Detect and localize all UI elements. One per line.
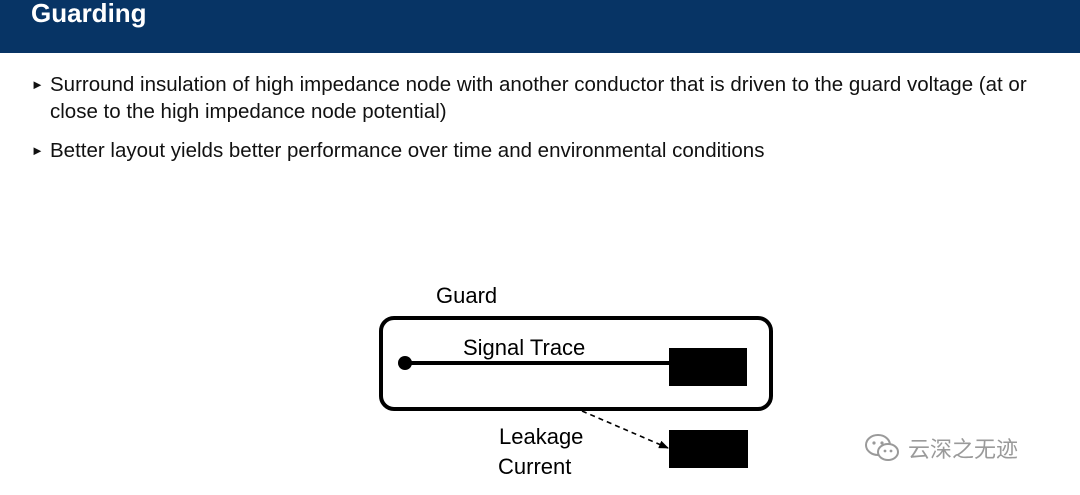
bullet-arrow-icon: ► [31, 143, 44, 158]
signal-trace-label: Signal Trace [463, 335, 585, 360]
leakage-label-line1: Leakage [499, 424, 583, 449]
watermark-text: 云深之无迹 [908, 438, 1019, 463]
slide-title: Guarding [31, 0, 147, 28]
bullet-list: ► Surround insulation of high impedance … [31, 71, 1031, 176]
bullet-item: ► Better layout yields better performanc… [31, 137, 1031, 164]
leakage-label-line2: Current [498, 454, 571, 479]
title-bar: Guarding [0, 0, 1080, 53]
bullet-item: ► Surround insulation of high impedance … [31, 71, 1031, 125]
bullet-text: Surround insulation of high impedance no… [50, 73, 1027, 123]
watermark: 云深之无迹 [864, 432, 1018, 464]
bullet-arrow-icon: ► [31, 77, 44, 92]
guard-label: Guard [436, 283, 497, 308]
leakage-current-arrow [581, 410, 669, 449]
leakage-pad [669, 430, 748, 468]
bullet-text: Better layout yields better performance … [50, 139, 765, 162]
wechat-icon [865, 434, 899, 461]
signal-pad [669, 348, 747, 386]
guard-ring [379, 316, 773, 411]
